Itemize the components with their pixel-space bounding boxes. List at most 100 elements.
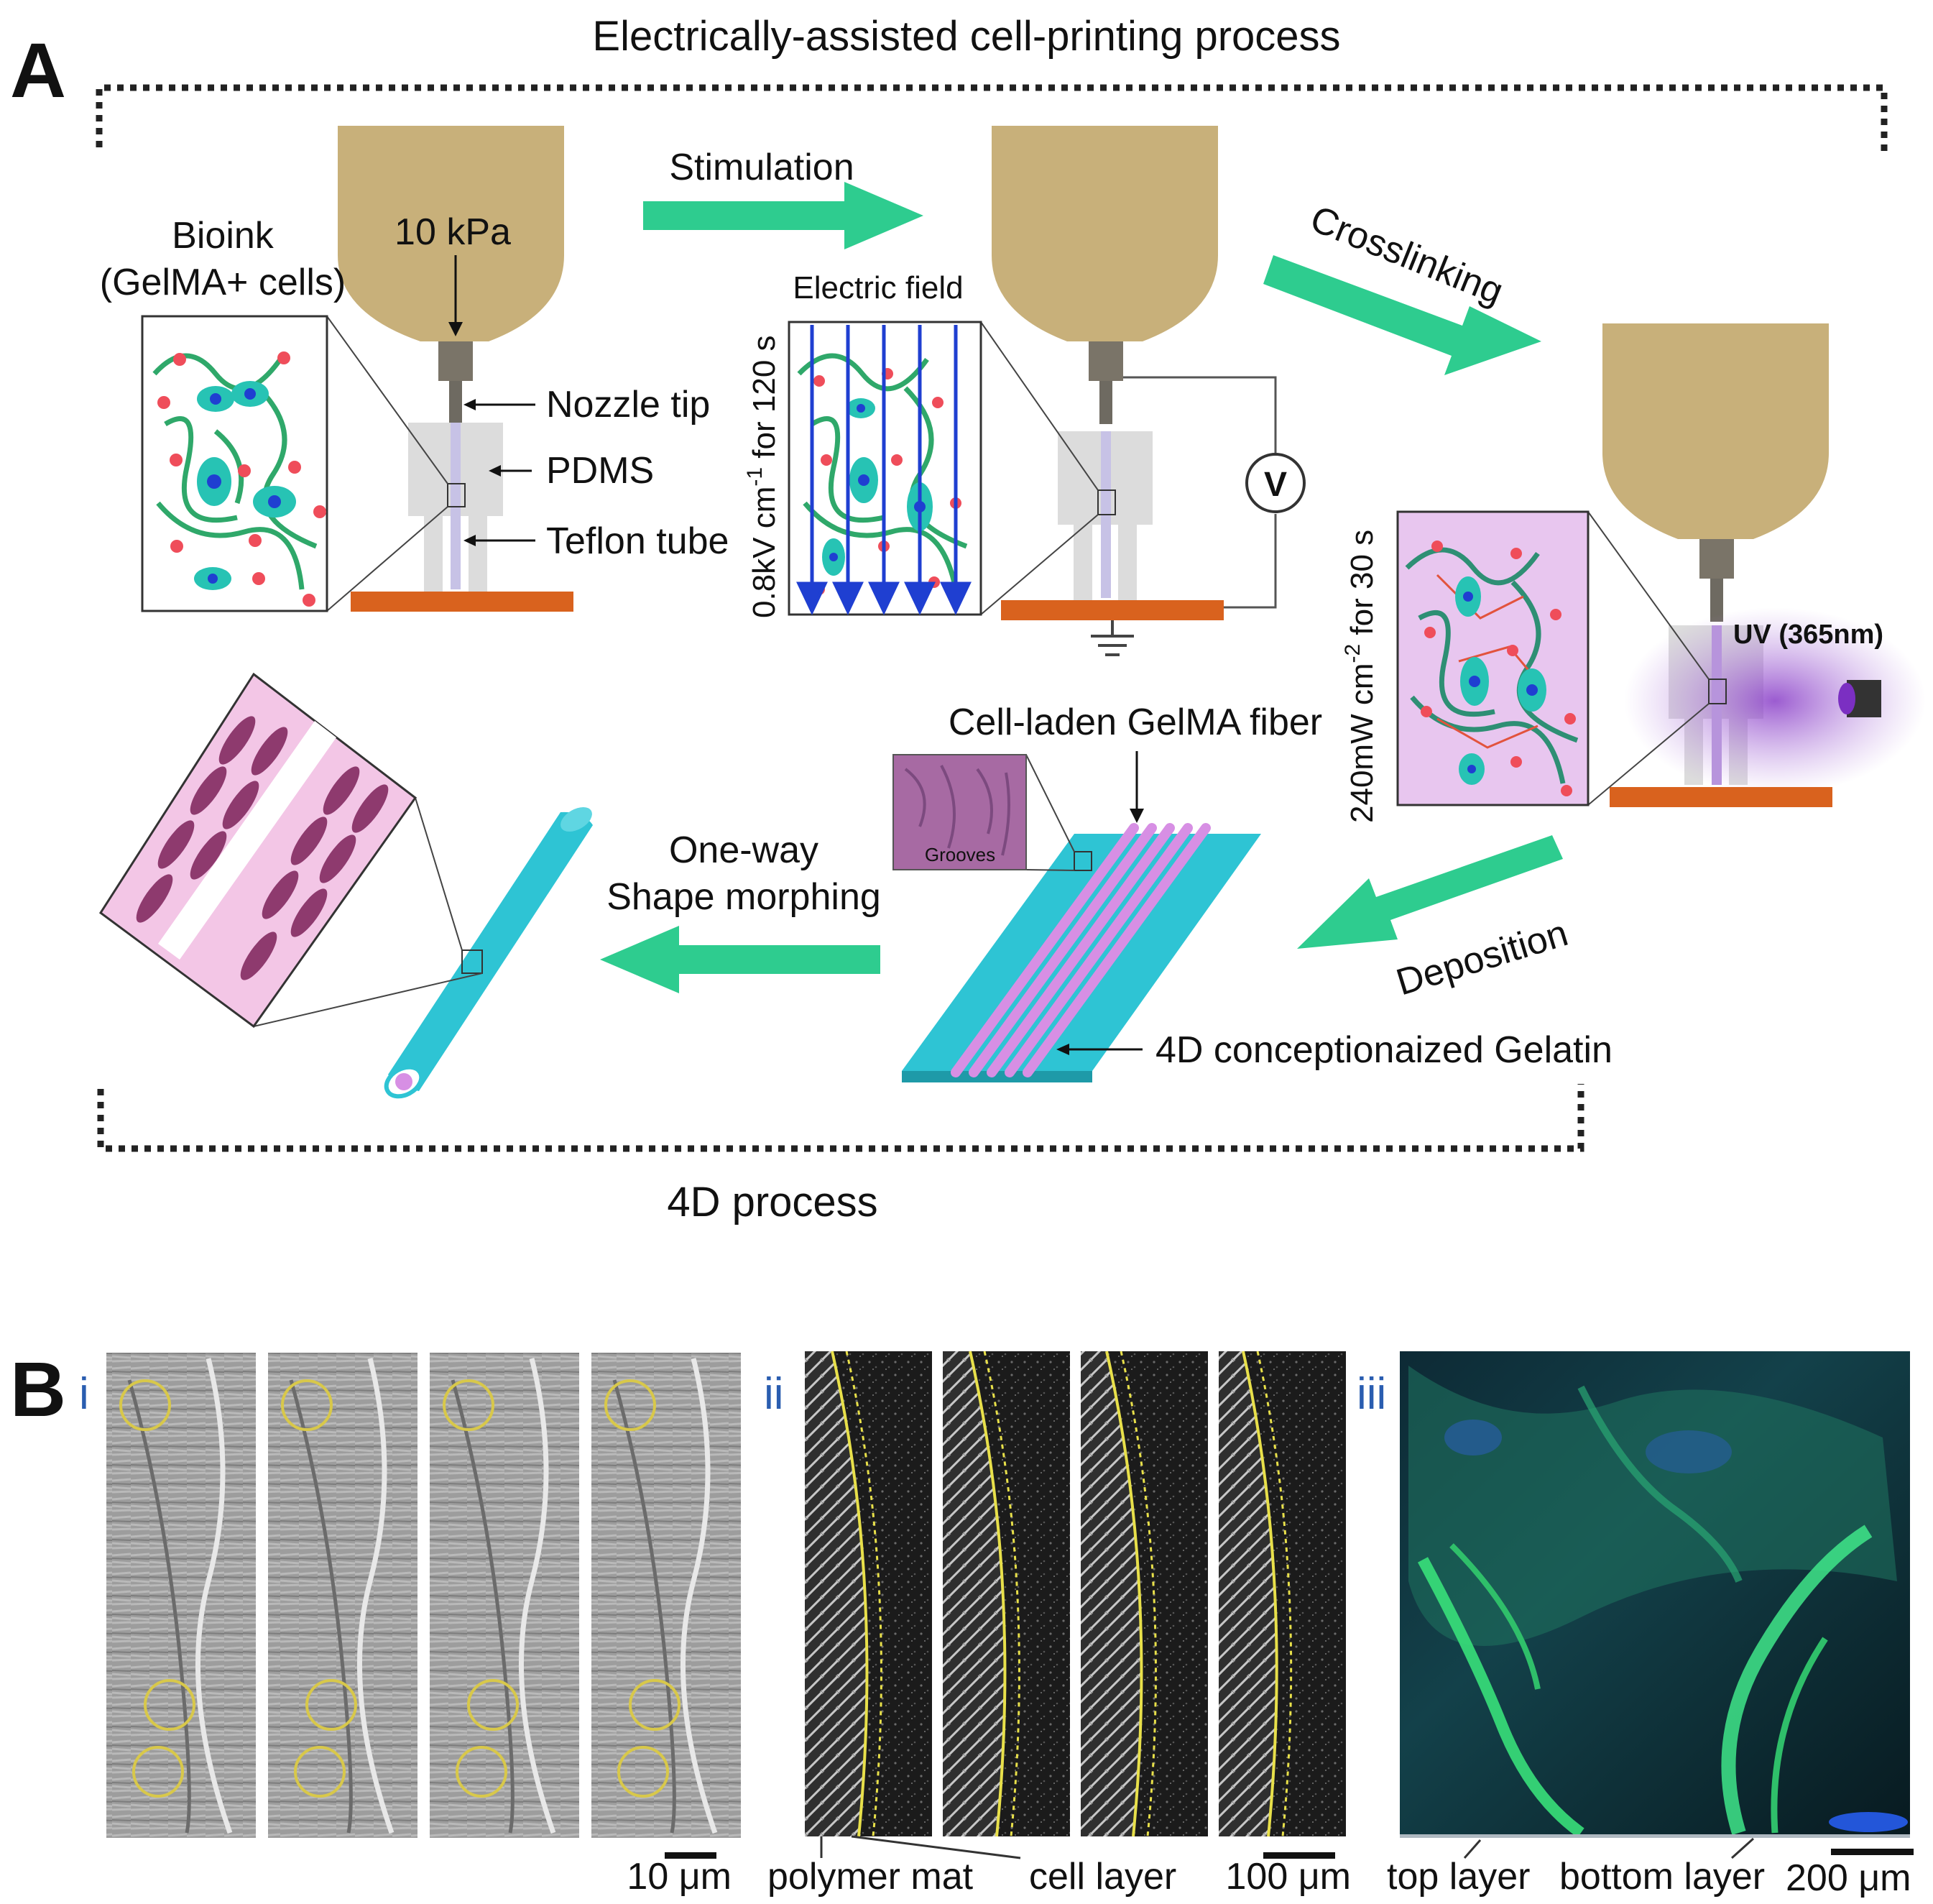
field-connector-top (980, 321, 1099, 491)
field-condition-exponent: -1 (743, 467, 767, 487)
top-layer-label: top layer (1387, 1856, 1530, 1898)
fiber-magnify-box (1074, 851, 1092, 871)
uv-inset (1396, 510, 1710, 806)
gelma-chains (152, 353, 318, 590)
field-condition-duration: for 120 s (747, 335, 782, 466)
tracked-cell-circle (305, 1679, 357, 1731)
subpanel-i-label: i (79, 1369, 89, 1419)
grooves-texture (904, 765, 1010, 856)
fluorescence-image (1400, 1351, 1910, 1838)
tracked-cell-circle (456, 1746, 507, 1798)
printer-stage-1 (338, 126, 573, 612)
grooves-inset (892, 754, 1075, 871)
scale-bar-ii (1263, 1852, 1335, 1859)
aligned-cells-sheet (98, 672, 417, 1029)
nozzle-tip-3 (1710, 579, 1723, 622)
bioink-label-line1: Bioink (172, 215, 275, 257)
inset-cells (194, 381, 296, 590)
fiber-pointer-head (1130, 809, 1144, 823)
deposition-label: Deposition (1392, 912, 1573, 1003)
tracked-cell-circle (467, 1679, 519, 1731)
reservoir-2 (992, 126, 1218, 341)
pdms-leg-right-2 (1118, 525, 1137, 600)
boundary-line (1105, 1351, 1143, 1837)
pdms-pointer-head (489, 465, 501, 477)
field-condition-value: 0.8kV cm (747, 487, 782, 618)
aligned-white-stripe (158, 721, 336, 960)
tracked-cell-circle (144, 1679, 195, 1731)
substrate-3 (1610, 787, 1832, 807)
inset-connector-top (326, 316, 448, 484)
dic-frame-1 (106, 1353, 256, 1838)
confocal-frame-1 (805, 1351, 932, 1837)
reservoir-3 (1602, 323, 1829, 539)
boundary-line (831, 1351, 869, 1837)
uv-connector-top (1587, 511, 1710, 680)
nozzle-tip-pointer-head (463, 399, 476, 410)
scale-label-ii: 100 μm (1226, 1856, 1351, 1898)
subpanel-iii-label: iii (1357, 1369, 1386, 1419)
stimulation-label: Stimulation (669, 147, 854, 188)
aligned-cells (136, 716, 389, 980)
bioink-reservoir (338, 126, 564, 341)
field-gelma-chains (797, 353, 968, 590)
field-condition-label: 0.8kV cm-1 for 120 s (743, 335, 782, 618)
scale-label-i: 10 μm (627, 1856, 732, 1898)
uv-cells (1455, 576, 1546, 785)
inset-crosslinkers (157, 351, 326, 607)
bottom-process-title: 4D process (667, 1179, 877, 1225)
magnify-box-3 (1708, 679, 1727, 704)
rolled-tube (384, 806, 593, 1099)
polymer-mat-label: polymer mat (767, 1856, 974, 1898)
voltmeter-label: V (1264, 466, 1287, 504)
uv-label: UV (365nm) (1733, 620, 1883, 650)
uv-condition-value: 240mW cm (1344, 663, 1380, 823)
subpanel-ii-frames (805, 1351, 1346, 1837)
uv-lamp-lens (1838, 683, 1855, 714)
uv-condition-label: 240mW cm-2 for 30 s (1341, 530, 1380, 823)
dic-frame-2 (268, 1353, 417, 1838)
nozzle-tip-2 (1099, 381, 1112, 424)
cell-layer-pointer (851, 1835, 1021, 1859)
magnify-box-2 (1097, 489, 1116, 515)
gelatin-label: 4D conceptionaized Gelatin (1155, 1029, 1613, 1071)
uv-gelma-chains (1405, 547, 1579, 784)
field-lines (796, 325, 972, 615)
tube-top-end (560, 806, 592, 832)
grooves-label: Grooves (925, 844, 995, 865)
pdms-label: PDMS (546, 450, 654, 492)
tracked-cell-circle (604, 1379, 656, 1431)
substrate-1 (351, 592, 573, 612)
top-layer-pointer (1463, 1839, 1482, 1859)
substrate-2 (1001, 600, 1224, 620)
gelatin-sheet-edge (902, 1071, 1092, 1082)
panel-a-letter: A (10, 27, 66, 114)
nozzle-connector (438, 341, 473, 381)
morphing-label-line2: Shape morphing (606, 876, 881, 918)
bottom-layer-pointer (1730, 1837, 1755, 1859)
tracked-cell-circle (132, 1746, 184, 1798)
confocal-frame-2 (943, 1351, 1070, 1837)
tube-body (388, 811, 593, 1091)
deposition-arrow (1297, 835, 1563, 949)
magnify-box (447, 483, 466, 507)
grooves-connector (1025, 754, 1075, 852)
ground-symbol (1091, 620, 1134, 656)
tube-magnify-box (461, 949, 483, 974)
process-bracket-top (96, 84, 1888, 155)
panel-a-title: Electrically-assisted cell-printing proc… (592, 13, 1340, 60)
fiber-label: Cell-laden GelMA fiber (949, 702, 1322, 743)
bioink-label-line2: (GelMA+ cells) (100, 262, 346, 303)
uv-connector-bottom (1587, 703, 1710, 806)
boundary-line (1242, 1351, 1278, 1837)
bioink-inset (141, 315, 448, 612)
electric-field-label: Electric field (793, 270, 963, 305)
confocal-frame-4 (1219, 1351, 1346, 1837)
nozzle-connector-2 (1089, 341, 1123, 381)
teflon-tube-label: Teflon tube (546, 520, 729, 562)
crosslinking-arrow (1263, 255, 1541, 375)
inset-connector-bottom (326, 506, 448, 612)
electric-field-inset (788, 321, 1099, 616)
gelatin-sheet-group (902, 823, 1261, 1082)
